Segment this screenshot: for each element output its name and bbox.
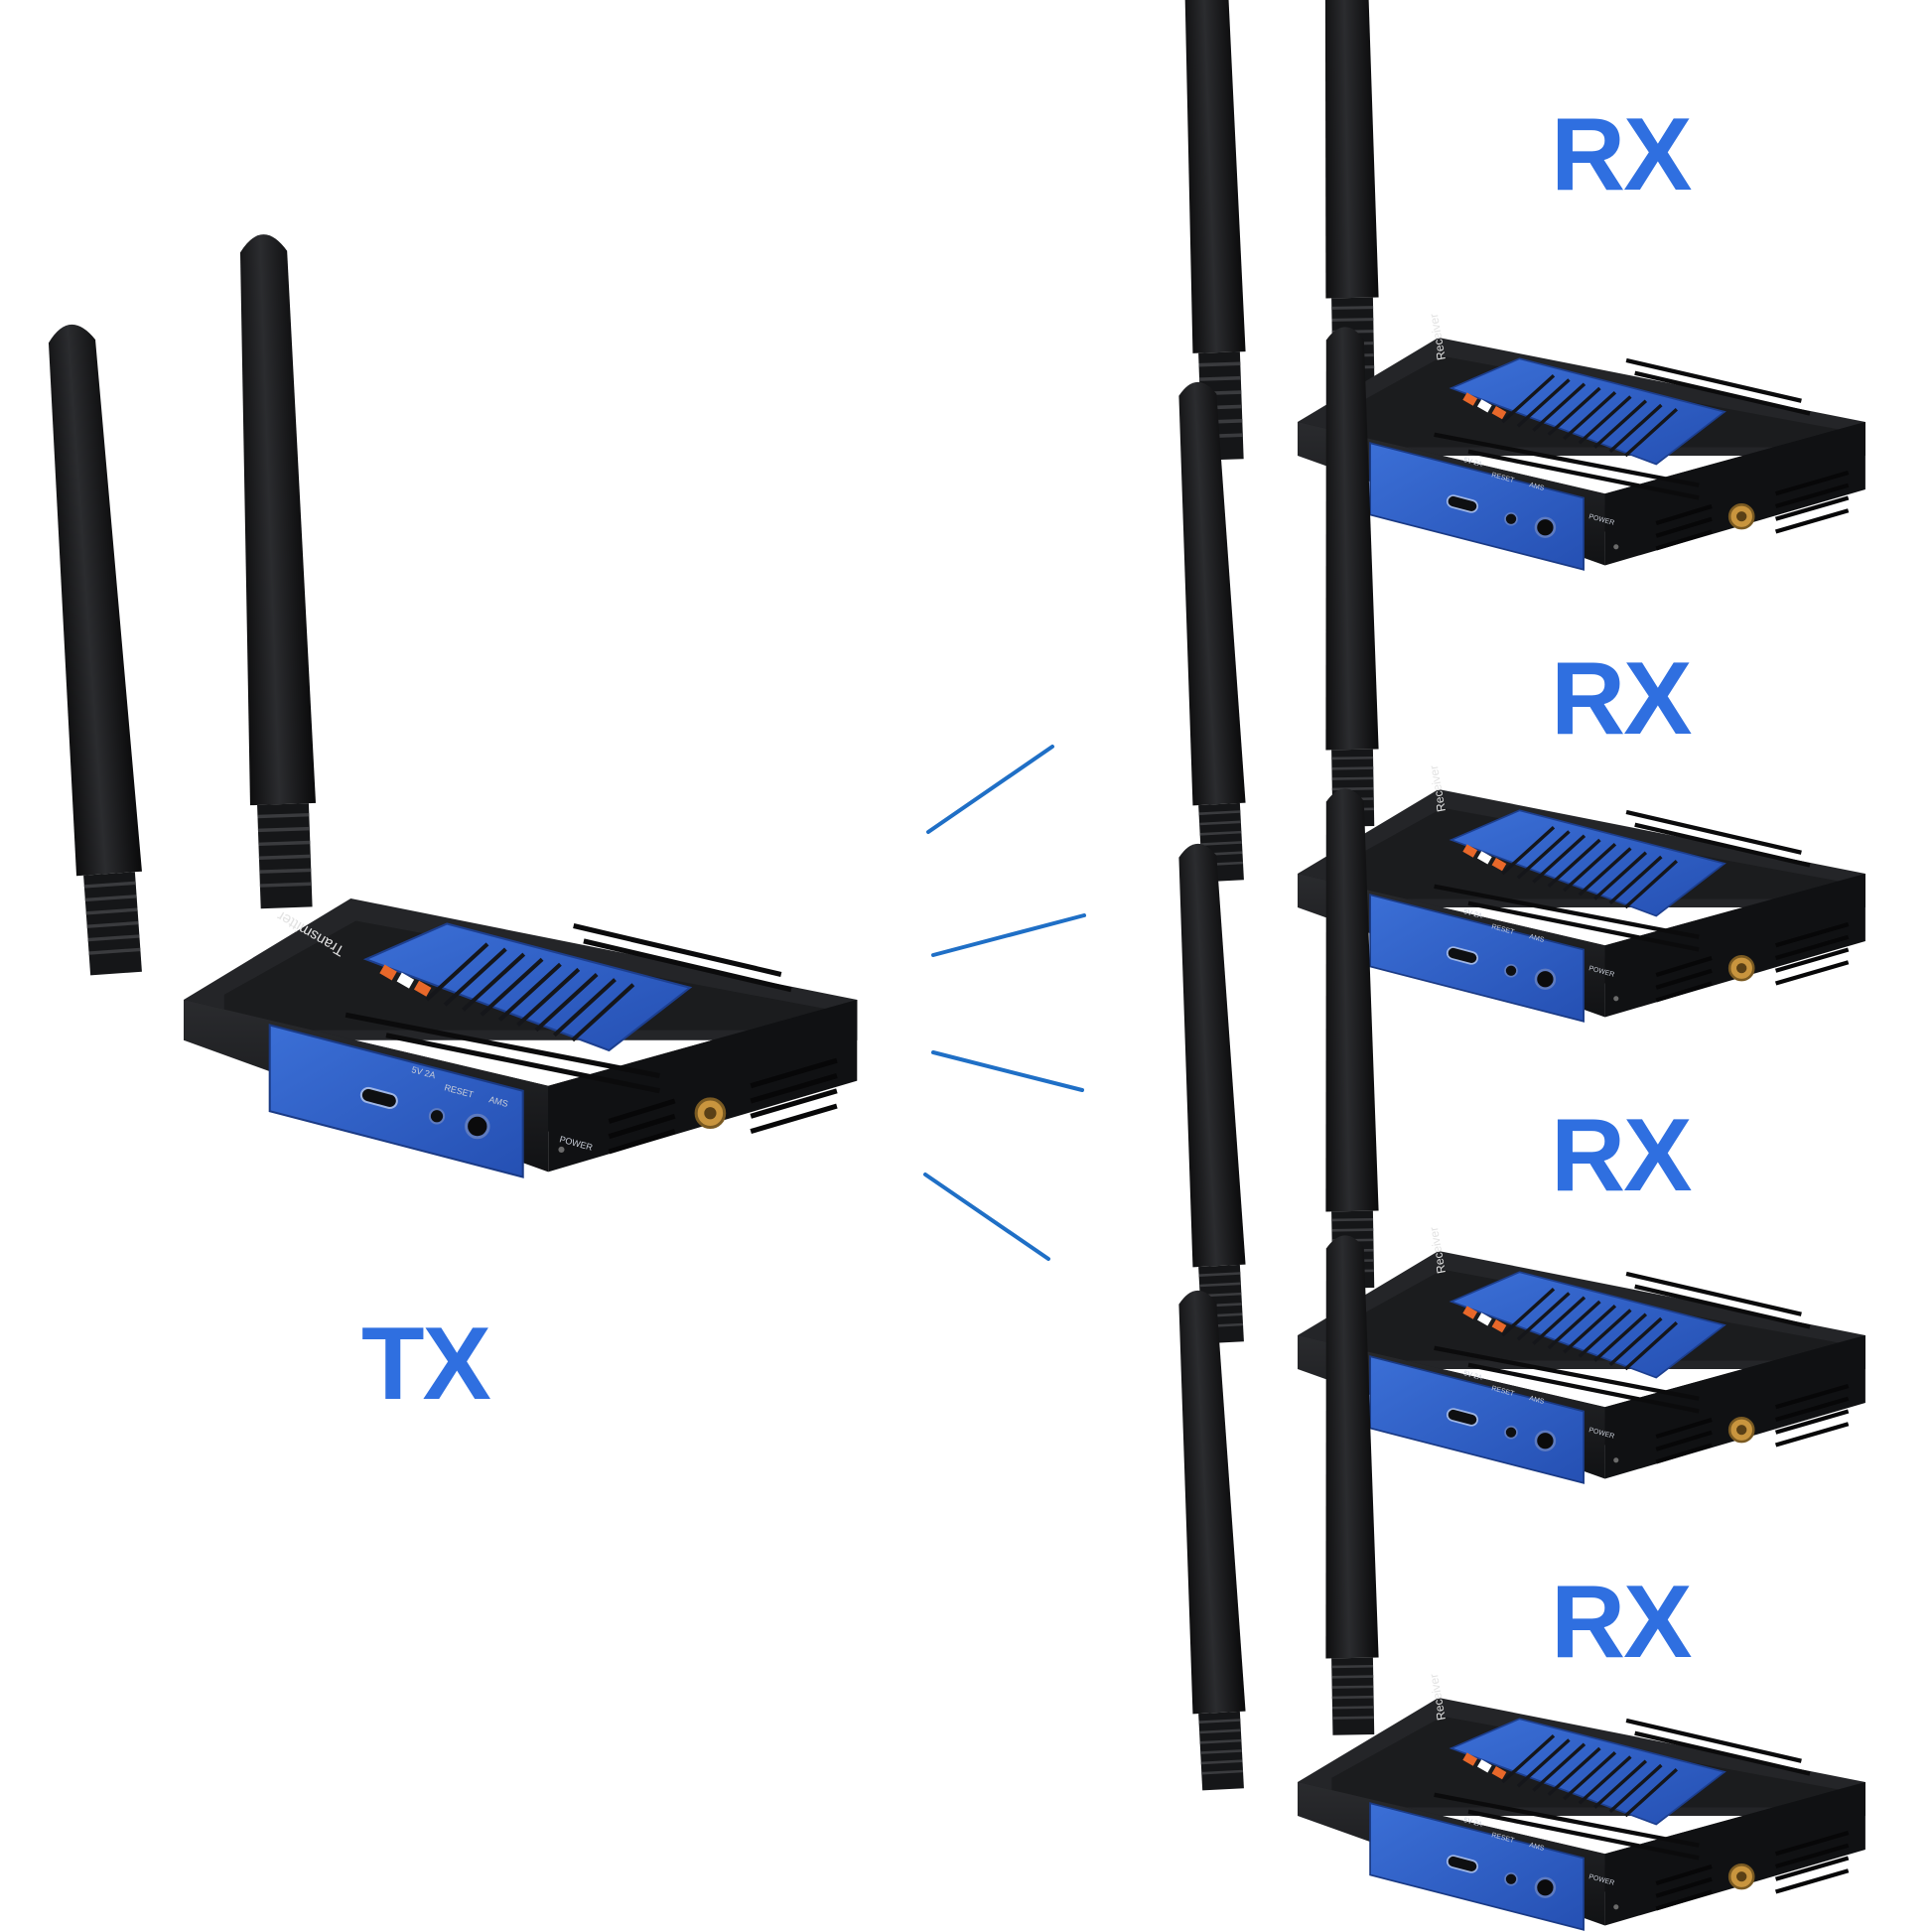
rx-2-ams-label: AMS — [1528, 933, 1545, 944]
rx-label-4: RX — [1551, 1565, 1692, 1680]
signal-line-3 — [931, 1050, 1084, 1092]
wireless-signal-lines-icon — [923, 745, 1086, 1261]
rx-4-power-port-label: 5V 2A — [1462, 1817, 1483, 1829]
rx-4-ams-label: AMS — [1528, 1842, 1545, 1853]
rx-3-ams-label: AMS — [1528, 1395, 1545, 1406]
rx-label-2: RX — [1551, 641, 1692, 757]
tx-device — [36, 231, 857, 1177]
rx-1-ams-label: AMS — [1528, 482, 1545, 492]
signal-line-4 — [923, 1173, 1050, 1261]
tx-label: TX — [361, 1307, 491, 1422]
tx-ams-label: AMS — [487, 1094, 508, 1109]
rx-2-power-port-label: 5V 2A — [1462, 908, 1483, 920]
rx-device-1 — [1170, 0, 1865, 570]
signal-line-1 — [926, 745, 1054, 834]
rx-label-1: RX — [1551, 97, 1692, 212]
rx-1-power-port-label: 5V 2A — [1462, 457, 1483, 469]
tx-body — [184, 898, 857, 1177]
signal-line-2 — [931, 913, 1086, 957]
rx-label-3: RX — [1551, 1098, 1692, 1213]
rx-3-power-port-label: 5V 2A — [1462, 1370, 1483, 1382]
tx-antenna-left — [36, 320, 151, 978]
tx-antenna-right — [228, 231, 322, 911]
